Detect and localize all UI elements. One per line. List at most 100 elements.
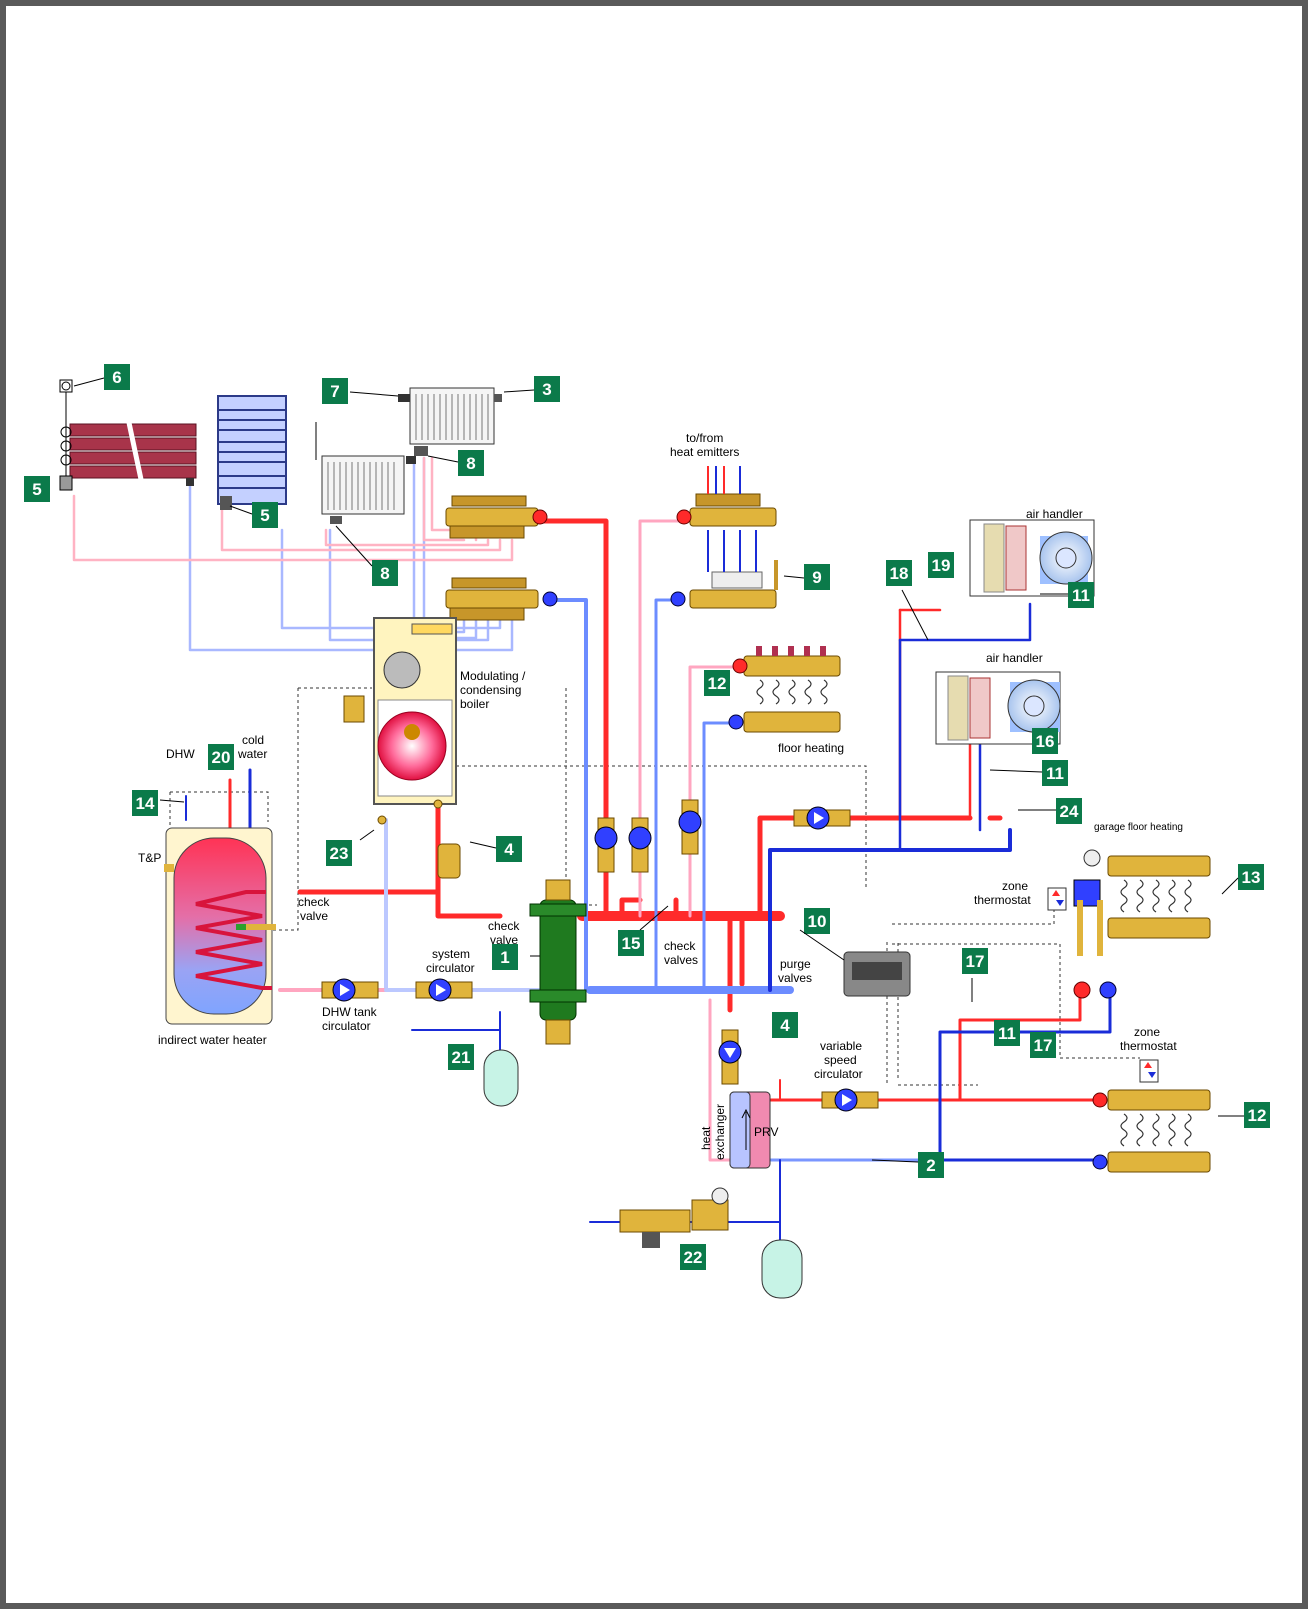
tp-label: T&P [138, 851, 161, 865]
svg-text:4: 4 [504, 840, 514, 859]
zone-thermostat-icons [1047, 887, 1159, 1083]
check-valves-label-a: check [664, 939, 696, 953]
svg-text:9: 9 [812, 568, 821, 587]
boiler-label-line3: boiler [460, 697, 489, 711]
component-badges: 1 2 3 4 4 5 5 6 7 8 8 9 10 11 11 11 11 1… [24, 364, 1270, 1270]
emitter-return-manifold [670, 530, 778, 609]
svg-text:5: 5 [260, 506, 269, 525]
svg-text:10: 10 [808, 912, 827, 931]
badge-12-zone: 12 [1244, 1102, 1270, 1128]
badge-1: 1 [492, 944, 518, 970]
svg-text:21: 21 [452, 1048, 471, 1067]
zone-thermostat-2-line1: zone [1134, 1025, 1160, 1039]
heat-exchanger [729, 1091, 771, 1169]
panel-radiator-large [398, 387, 502, 456]
badge-7: 7 [322, 378, 348, 404]
svg-text:11: 11 [998, 1024, 1016, 1043]
check-valve-label-2a: check [488, 919, 520, 933]
variable-speed-label-1: variable [820, 1039, 862, 1053]
modulating-boiler [343, 617, 461, 879]
boiler-label-line1: Modulating / [460, 669, 526, 683]
badge-6: 6 [104, 364, 130, 390]
badge-9: 9 [804, 564, 830, 590]
badge-14: 14 [132, 790, 158, 816]
badge-5-towel: 5 [252, 502, 278, 528]
dhw-tank-circulator-label-1: DHW tank [322, 1005, 378, 1019]
svg-text:5: 5 [32, 480, 41, 499]
diagram-labels: to/from heat emitters air handler air ha… [138, 431, 1183, 1160]
svg-text:3: 3 [542, 380, 551, 399]
badge-17-upper: 17 [962, 948, 988, 974]
boiler-label-line2: condensing [460, 683, 521, 697]
badge-10: 10 [804, 908, 830, 934]
svg-text:20: 20 [212, 748, 231, 767]
badge-8-lower: 8 [372, 560, 398, 586]
svg-text:23: 23 [330, 844, 349, 863]
cold-water-label-line1: cold [242, 733, 264, 747]
svg-text:13: 13 [1242, 868, 1261, 887]
indirect-water-heater-label: indirect water heater [158, 1033, 267, 1047]
variable-speed-label-2: speed [824, 1053, 857, 1067]
badge-4-boiler: 4 [496, 836, 522, 862]
badge-13: 13 [1238, 864, 1264, 890]
towel-radiator [217, 395, 287, 510]
zone-thermostat-1-line2: thermostat [974, 893, 1031, 907]
zone-thermostat-2-line2: thermostat [1120, 1039, 1177, 1053]
badge-2: 2 [918, 1152, 944, 1178]
heat-exchanger-label-1: heat [699, 1126, 713, 1150]
svg-text:4: 4 [780, 1016, 790, 1035]
dhw-tank-circulator-label-2: circulator [322, 1019, 371, 1033]
svg-text:11: 11 [1046, 764, 1064, 783]
badge-19: 19 [928, 552, 954, 578]
svg-text:2: 2 [926, 1156, 935, 1175]
svg-text:16: 16 [1036, 732, 1055, 751]
zone-thermostat-1-line1: zone [1002, 879, 1028, 893]
system-circulator-label-1: system [432, 947, 470, 961]
svg-text:1: 1 [500, 948, 509, 967]
badge-24: 24 [1056, 798, 1082, 824]
floor-heating-label: floor heating [778, 741, 844, 755]
svg-text:6: 6 [112, 368, 121, 387]
svg-text:12: 12 [1248, 1106, 1267, 1125]
badge-23: 23 [326, 840, 352, 866]
garage-floor-manifold [1073, 849, 1211, 999]
hydraulic-separator [529, 879, 587, 1045]
svg-text:8: 8 [466, 454, 475, 473]
svg-text:17: 17 [1034, 1036, 1053, 1055]
purge-valves-label-2: valves [778, 971, 812, 985]
expansion-tanks [483, 1049, 803, 1299]
badge-8-upper: 8 [458, 450, 484, 476]
emitter-supply-manifold [676, 466, 777, 527]
radiator-return-manifold [445, 577, 558, 621]
system-circulator-label-2: circulator [426, 961, 475, 975]
purge-valves-label-1: purge [780, 957, 811, 971]
check-valves-label-b: valves [664, 953, 698, 967]
to-from-label: to/from [686, 431, 723, 445]
badge-leaders [73, 377, 1244, 1163]
check-valve-label-2b: valve [490, 933, 518, 947]
heat-emitters-label: heat emitters [670, 445, 739, 459]
svg-text:18: 18 [890, 564, 909, 583]
svg-text:15: 15 [622, 934, 641, 953]
heat-exchanger-label-2: exchanger [713, 1104, 727, 1160]
svg-text:8: 8 [380, 564, 389, 583]
variable-speed-label-3: circulator [814, 1067, 863, 1081]
panel-radiator-left [59, 379, 197, 491]
svg-text:12: 12 [708, 674, 727, 693]
prv-label: PRV [754, 1125, 778, 1139]
badge-5-left: 5 [24, 476, 50, 502]
svg-text:22: 22 [684, 1248, 703, 1267]
badge-4-hx: 4 [772, 1012, 798, 1038]
air-handler-upper-label: air handler [1026, 507, 1083, 521]
badge-3: 3 [534, 376, 560, 402]
badge-22: 22 [680, 1244, 706, 1270]
badge-16: 16 [1032, 728, 1058, 754]
badge-12-floor: 12 [704, 670, 730, 696]
badge-15: 15 [618, 930, 644, 956]
badge-11-zone: 11 [994, 1020, 1020, 1046]
svg-text:11: 11 [1072, 586, 1090, 605]
cold-water-label-line2: water [237, 747, 267, 761]
controller-module [843, 951, 911, 997]
